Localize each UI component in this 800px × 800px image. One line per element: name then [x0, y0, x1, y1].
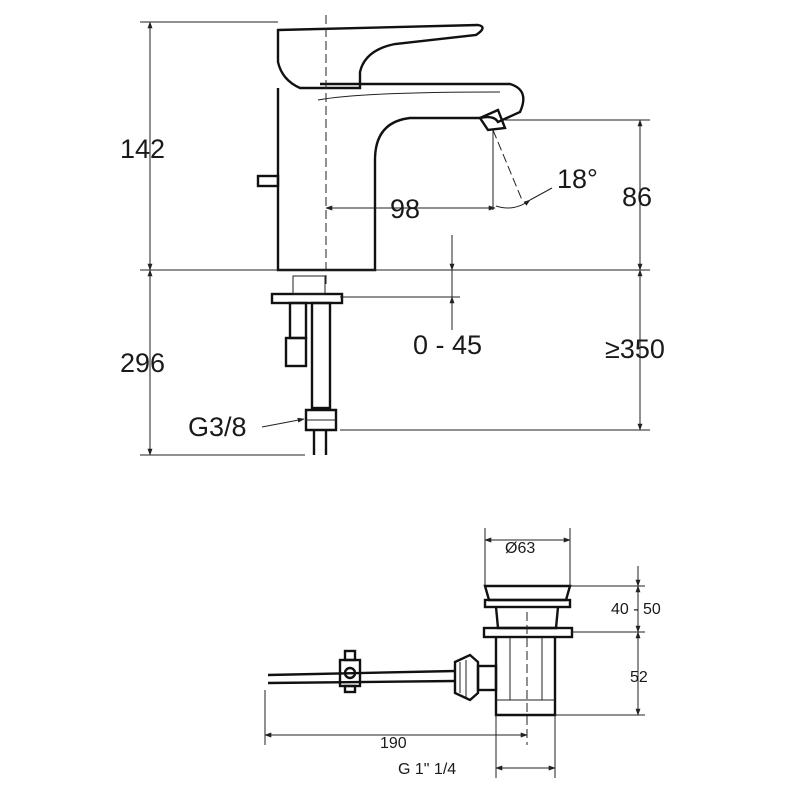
dim-190: 190	[380, 735, 407, 752]
supply-nut	[304, 408, 338, 432]
dim-86: 86	[622, 182, 652, 212]
mounting-washer	[270, 292, 344, 305]
threaded-stud	[288, 301, 308, 340]
faucet-drawing	[256, 15, 525, 455]
dim-g38: G3/8	[188, 412, 247, 442]
faucet-dimension-lines	[140, 21, 650, 456]
waste-cap	[483, 584, 572, 602]
waste-dimension-lines	[264, 528, 645, 778]
waste-flange	[482, 626, 574, 639]
dim-142: 142	[120, 134, 165, 164]
dim-18-deg: 18°	[557, 164, 598, 194]
dim-d63: Ø63	[505, 540, 535, 557]
popup-rod-knob	[256, 174, 280, 188]
dim-350: ≥350	[605, 334, 665, 364]
faucet-body	[276, 82, 525, 272]
dim-296: 296	[120, 348, 165, 378]
dim-40-50: 40 - 50	[611, 601, 661, 618]
dim-0-45: 0 - 45	[413, 330, 482, 360]
faucet-lever	[276, 23, 484, 90]
waste-drawing	[267, 584, 574, 745]
faucet-aerator	[478, 108, 507, 132]
dim-98: 98	[390, 194, 420, 224]
supply-hose	[310, 301, 332, 410]
dim-52: 52	[630, 669, 648, 686]
waste-side-connector	[453, 653, 480, 702]
waste-body	[494, 637, 557, 717]
dim-g114: G 1" 1/4	[398, 761, 456, 778]
